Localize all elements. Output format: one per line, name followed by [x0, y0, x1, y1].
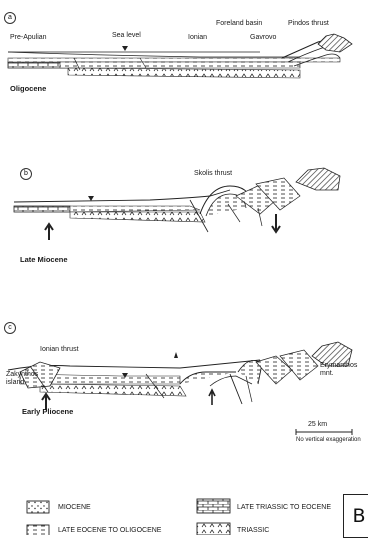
label-age-b: Late Miocene	[20, 256, 68, 264]
uplift-arrow	[45, 224, 53, 240]
label-ionian: Ionian	[188, 34, 207, 42]
panel-letter-c: c	[4, 322, 16, 334]
panel-a-section	[8, 34, 352, 78]
legend-label-miocene: MIOCENE	[58, 504, 91, 512]
panel-letter-a: a	[4, 12, 16, 24]
scale-note: No vertical exaggeration	[296, 436, 361, 444]
label-age-a: Oligocene	[10, 85, 46, 93]
scale-bar	[296, 429, 352, 435]
label-pre-apulian: Pre-Apulian	[10, 34, 47, 42]
label-ionian-thrust: Ionian thrust	[40, 346, 79, 354]
label-erymanthos: Erymanthos mnt.	[320, 362, 364, 378]
scale-value: 25 km	[308, 421, 327, 429]
label-skolis-thrust: Skolis thrust	[194, 170, 232, 178]
label-pindos-thrust: Pindos thrust	[288, 20, 329, 28]
legend-label-late-eocene-oligocene: LATE EOCENE TO OLIGOCENE	[58, 527, 161, 535]
label-foreland-basin: Foreland basin	[216, 20, 262, 28]
label-gavrovo: Gavrovo	[250, 34, 276, 42]
panel-b-section	[14, 168, 340, 240]
subsidence-arrow	[272, 214, 280, 232]
legend-label-late-triassic-eocene: LATE TRIASSIC TO EOCENE	[237, 504, 331, 512]
label-zakynthos: Zakynthos island	[6, 371, 40, 387]
figure-label: B	[343, 494, 368, 538]
label-sea-level: Sea level	[112, 32, 141, 40]
panel-letter-b: b	[20, 168, 32, 180]
label-age-c: Early Pliocene	[22, 408, 73, 416]
legend-label-triassic: TRIASSIC	[237, 527, 269, 535]
